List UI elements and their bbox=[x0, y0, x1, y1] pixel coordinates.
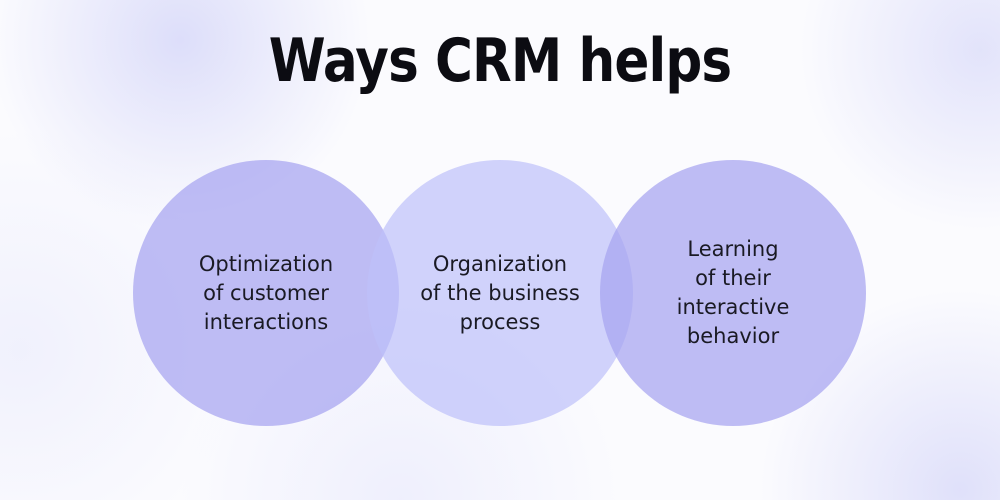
circle-organization: Organization of the business process bbox=[367, 160, 633, 426]
page-title: Ways CRM helps bbox=[268, 26, 732, 96]
circle-learning: Learning of their interactive behavior bbox=[600, 160, 866, 426]
circle-label-organization: Organization of the business process bbox=[420, 251, 580, 334]
circle-label-learning: Learning of their interactive behavior bbox=[676, 237, 790, 348]
circle-optimization: Optimization of customer interactions bbox=[133, 160, 399, 426]
circle-label-optimization: Optimization of customer interactions bbox=[198, 251, 334, 334]
